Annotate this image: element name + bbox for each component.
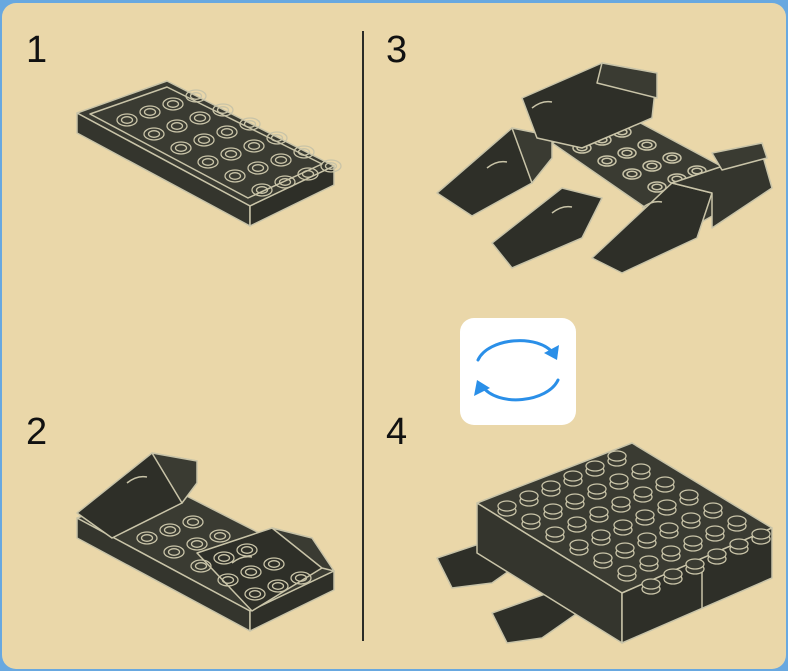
stud — [614, 520, 632, 530]
stud — [586, 461, 604, 471]
stud — [616, 543, 634, 553]
stud — [634, 487, 652, 497]
stud — [704, 503, 722, 513]
stud — [658, 500, 676, 510]
stud — [640, 556, 658, 566]
stud — [660, 523, 678, 533]
stud — [686, 559, 704, 569]
stud — [590, 507, 608, 517]
stud — [682, 513, 700, 523]
stud — [588, 484, 606, 494]
stud — [680, 490, 698, 500]
stud — [522, 514, 540, 524]
stud — [664, 569, 682, 579]
stud — [564, 471, 582, 481]
stud — [544, 504, 562, 514]
stud — [610, 474, 628, 484]
step-1-number: 1 — [26, 31, 47, 69]
step-2-number: 2 — [26, 413, 47, 451]
step-2-illustration — [72, 443, 342, 643]
stud — [632, 464, 650, 474]
stud — [638, 533, 656, 543]
step-1-plate-illustration — [72, 78, 342, 238]
stud — [662, 546, 680, 556]
stud — [608, 451, 626, 461]
step-4-number: 4 — [386, 413, 407, 451]
stud — [520, 491, 538, 501]
rotate-model-indicator — [460, 318, 576, 425]
stud — [706, 526, 724, 536]
stud — [612, 497, 630, 507]
stud — [542, 481, 560, 491]
stud — [642, 579, 660, 589]
stud — [592, 530, 610, 540]
stud — [636, 510, 654, 520]
stud — [730, 539, 748, 549]
stud — [728, 516, 746, 526]
stud — [570, 540, 588, 550]
rotate-model-icon — [460, 318, 576, 425]
stud — [498, 501, 516, 511]
stud — [568, 517, 586, 527]
step-3-number: 3 — [386, 31, 407, 69]
step-4-illustration — [432, 438, 777, 663]
stud — [566, 494, 584, 504]
stud — [546, 527, 564, 537]
stud — [684, 536, 702, 546]
stud — [656, 477, 674, 487]
column-divider — [362, 31, 364, 641]
stud — [594, 553, 612, 563]
stud — [618, 566, 636, 576]
stud — [708, 549, 726, 559]
stud — [752, 529, 770, 539]
instruction-panel: 1 2 3 4 — [2, 3, 786, 669]
step-3-illustration — [432, 58, 777, 283]
